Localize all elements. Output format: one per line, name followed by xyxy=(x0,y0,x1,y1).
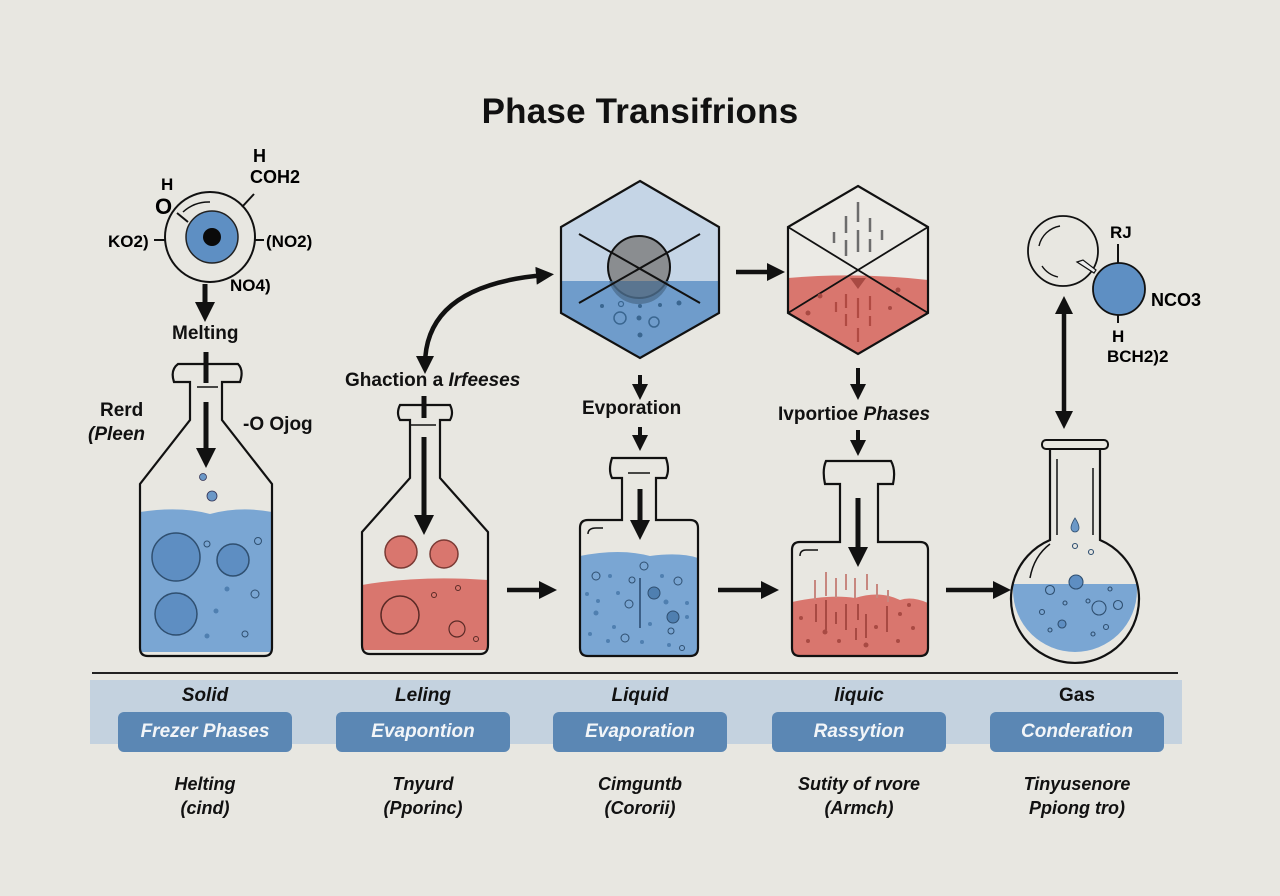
hexagon-liquid-state xyxy=(559,179,721,360)
phase-column-liquid: Liquid Evaporation Cimguntb (Cororii) xyxy=(535,684,745,820)
flask-outline xyxy=(360,403,490,656)
phase-pill: Conderation xyxy=(990,712,1164,752)
phase-desc-line1: Helting xyxy=(174,774,236,794)
atom-label: H xyxy=(1112,327,1124,346)
liquid-fill xyxy=(1013,584,1137,652)
phase-desc-line2: (Pporinc) xyxy=(383,798,463,818)
phase-desc-line2: (Cororii) xyxy=(604,798,676,818)
flask-outline xyxy=(578,456,700,658)
atom-label: RJ xyxy=(1110,223,1132,242)
atom-label: NO4) xyxy=(230,276,271,295)
hexagon-vapor-state xyxy=(786,184,930,356)
flask-outline xyxy=(138,362,274,658)
molecule-core xyxy=(1092,262,1146,316)
phase-desc-line1: Sutity of rvore xyxy=(797,774,921,794)
bubble xyxy=(151,532,201,582)
phase-column-solid: Solid Frezer Phases Helting (cind) xyxy=(100,684,310,820)
label-ivportioe-b: Phases xyxy=(863,404,931,425)
atom-label: H xyxy=(253,146,266,166)
phase-pill: Rassytion xyxy=(772,712,946,752)
label-ghaction: Ghaction a Irfeeses xyxy=(345,370,520,392)
molecule-right: RJ NCO3 H BCH2)2 xyxy=(1027,215,1201,366)
phase-desc-line2: Ppiong tro) xyxy=(1029,798,1125,818)
molecule-ring-arc xyxy=(182,201,211,213)
liquid-fill xyxy=(140,505,272,652)
label-pleen-text: (Pleen xyxy=(88,424,146,445)
bubble xyxy=(154,592,198,636)
hexagon-outline xyxy=(559,179,721,360)
phase-name: liquic xyxy=(834,685,884,706)
phase-desc-line2: (Armch) xyxy=(824,798,894,818)
droplet xyxy=(384,535,418,569)
bubble xyxy=(380,595,420,635)
flask-lip xyxy=(1041,439,1109,450)
atom-label: O xyxy=(155,194,172,219)
phase-pill: Evapontion xyxy=(336,712,510,752)
bubble xyxy=(206,490,218,502)
bubble xyxy=(216,543,250,577)
atom-label: H xyxy=(161,175,173,194)
atom-label: KO2) xyxy=(108,232,149,251)
label-ivportioe-a: Ivportioe xyxy=(778,404,864,425)
atom-label: NCO3 xyxy=(1151,290,1201,310)
atom-label: COH2 xyxy=(250,167,300,187)
flask-gas xyxy=(1009,439,1141,664)
label-rerd: Rerd xyxy=(100,400,144,421)
flask-solid xyxy=(138,352,274,658)
curved-arrow-icon xyxy=(416,266,554,374)
phase-desc-line1: Cimguntb xyxy=(598,774,682,794)
label-evporation: Evporation xyxy=(582,398,682,419)
phase-column-liquic: liquic Rassytion Sutity of rvore (Armch) xyxy=(754,684,964,820)
molecule-nucleus xyxy=(203,228,221,246)
flask-outline xyxy=(790,459,930,658)
label-ghaction-b: Irfeeses xyxy=(448,370,521,391)
baseline-divider xyxy=(92,672,1178,674)
phase-name: Leling xyxy=(395,685,451,706)
label-ivportioe: Ivportioe Phases xyxy=(778,404,930,426)
flask-leling xyxy=(360,396,490,656)
bubble xyxy=(199,473,207,481)
vapor-bubble xyxy=(1027,215,1099,287)
phase-pill: Evaporation xyxy=(553,712,727,752)
phase-column-leling: Leling Evapontion Tnyurd (Pporinc) xyxy=(318,684,528,820)
flask-liquid xyxy=(578,456,700,658)
phase-desc-line1: Tinyusenore xyxy=(1023,774,1131,794)
phase-pill: Frezer Phases xyxy=(118,712,292,752)
flask-outline xyxy=(1009,448,1141,664)
droplet xyxy=(429,539,459,569)
label-ojog: -O Ojog xyxy=(243,414,313,435)
atom-label: (NO2) xyxy=(266,232,312,251)
phase-desc-line1: Tnyurd xyxy=(392,774,454,794)
molecule-outer-ring xyxy=(164,191,256,283)
phase-name: Liquid xyxy=(611,685,669,706)
bond-line xyxy=(241,193,255,208)
diagram-title: Phase Transifrions xyxy=(481,92,799,131)
hexagon-outline xyxy=(786,184,930,356)
phase-name: Solid xyxy=(181,685,229,706)
molecule-left: H COH2 H O KO2) (NO2) NO4) xyxy=(108,146,312,295)
label-pleen: (Pleen xyxy=(88,424,145,446)
liquid-fill xyxy=(362,578,488,650)
phase-column-gas: Gas Conderation Tinyusenore Ppiong tro) xyxy=(972,684,1182,820)
phase-desc-line2: (cind) xyxy=(180,798,230,818)
flask-vaporizing xyxy=(790,459,930,658)
atom-label: BCH2)2 xyxy=(1107,347,1168,366)
phase-name: Gas xyxy=(1059,685,1095,706)
label-ghaction-a: Ghaction a xyxy=(345,370,449,391)
label-melting: Melting xyxy=(172,323,239,344)
bond-line xyxy=(176,212,189,223)
